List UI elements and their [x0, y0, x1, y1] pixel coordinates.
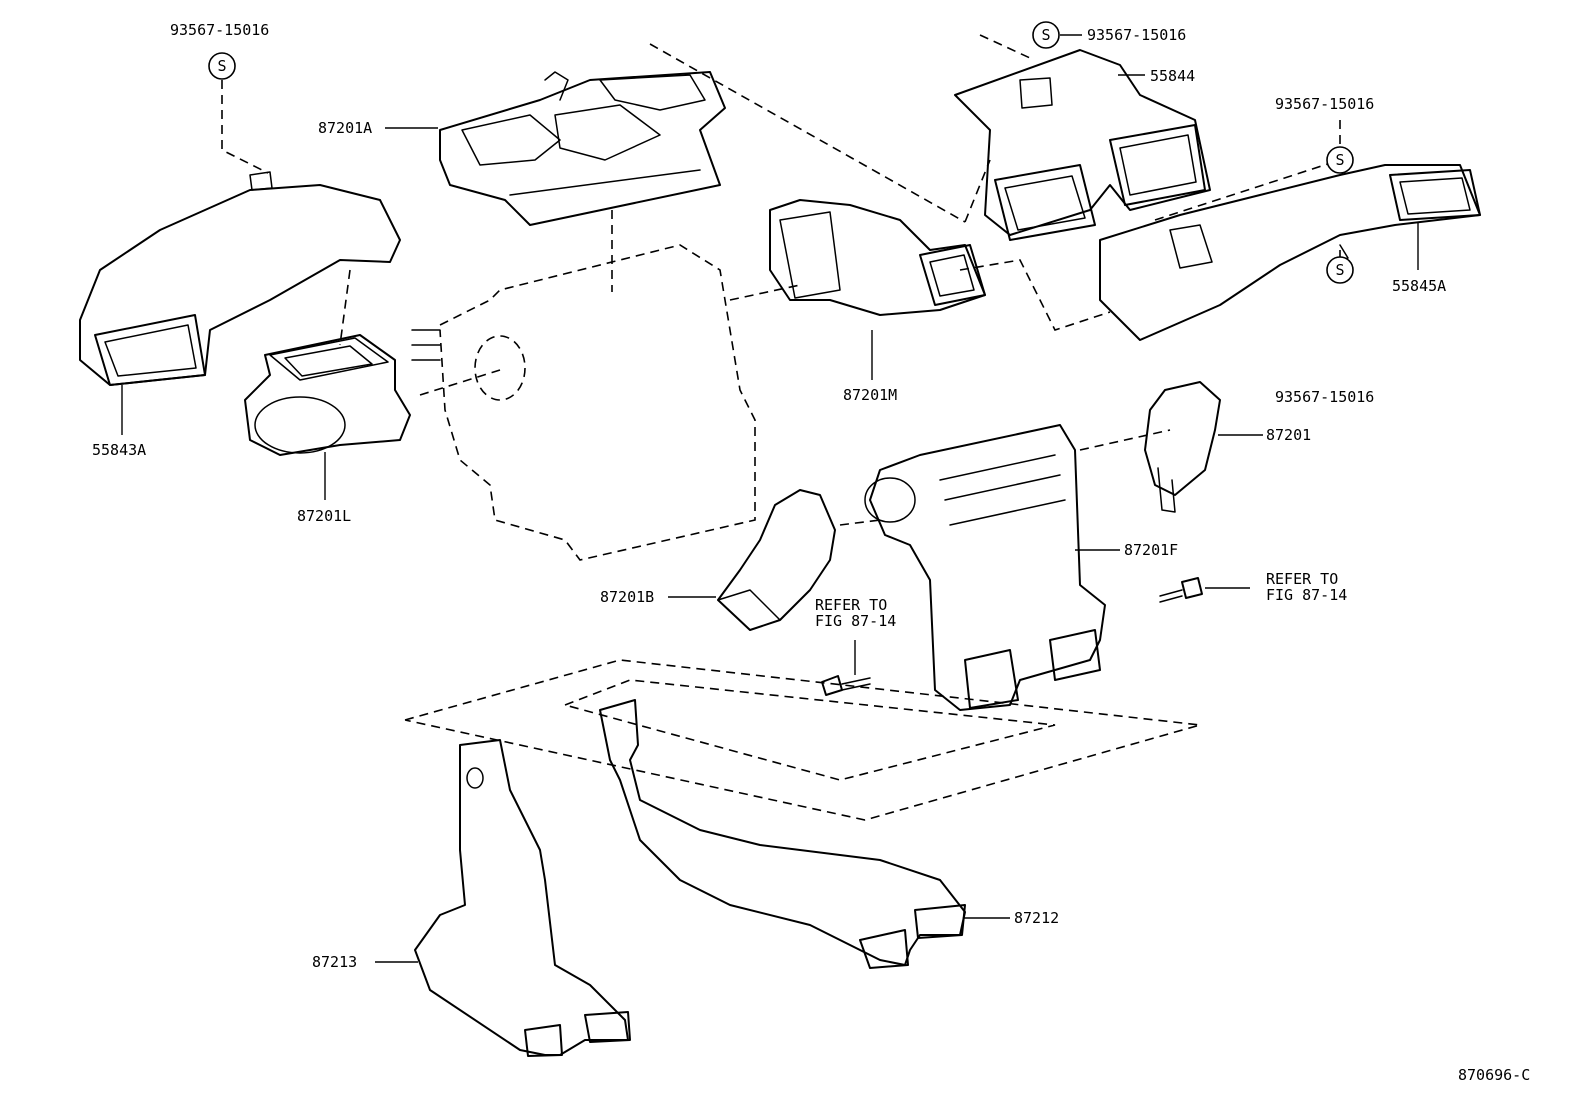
label-55845A: 55845A — [1392, 277, 1446, 295]
assembly-dashed-lines — [221, 34, 1341, 821]
part-87201L-drawing — [244, 334, 411, 456]
symbol-s-top-left: S — [208, 52, 236, 80]
label-87201F: 87201F — [1124, 541, 1178, 559]
part-87201M-drawing — [769, 199, 986, 316]
part-55845A-drawing — [1099, 164, 1481, 341]
part-55843A-drawing — [79, 171, 401, 386]
label-93567-right-upper: 93567-15016 — [1275, 95, 1374, 113]
bolt-left-drawing — [821, 675, 871, 696]
part-55844-drawing — [954, 49, 1211, 241]
part-labels: 93567-15016 93567-15016 93567-15016 9356… — [92, 21, 1530, 1084]
label-55844: 55844 — [1150, 67, 1195, 85]
symbol-s-right-lower: S — [1326, 256, 1354, 284]
symbol-s-text: S — [217, 57, 226, 75]
part-87212-drawing — [599, 699, 966, 969]
symbol-s-right-upper: S — [1326, 146, 1354, 174]
part-87201B-drawing — [717, 489, 836, 631]
label-87201: 87201 — [1266, 426, 1311, 444]
label-87213: 87213 — [312, 953, 357, 971]
label-87201A: 87201A — [318, 119, 372, 137]
label-87201M: 87201M — [843, 386, 897, 404]
refer-left-line2: FIG 87-14 — [815, 612, 896, 630]
symbol-s-text: S — [1335, 261, 1344, 279]
label-93567-top-right: 93567-15016 — [1087, 26, 1186, 44]
part-87201-drawing — [1144, 381, 1221, 513]
refer-right-line2: FIG 87-14 — [1266, 586, 1347, 604]
part-87201F-drawing — [864, 424, 1106, 711]
diagram-id: 870696-C — [1458, 1066, 1530, 1084]
label-93567-right-lower: 93567-15016 — [1275, 388, 1374, 406]
label-87201L: 87201L — [297, 507, 351, 525]
symbol-s-text: S — [1335, 151, 1344, 169]
part-87213-drawing — [414, 739, 631, 1057]
label-87201B: 87201B — [600, 588, 654, 606]
refer-left-line1: REFER TO — [815, 596, 887, 614]
symbol-s-top-right: S — [1032, 21, 1060, 49]
part-87201A-drawing — [439, 71, 726, 226]
bolt-right-drawing — [1159, 577, 1203, 603]
heater-unit-outline — [411, 244, 756, 561]
refer-right-line1: REFER TO — [1266, 570, 1338, 588]
label-55843A: 55843A — [92, 441, 146, 459]
symbol-s-text: S — [1041, 26, 1050, 44]
label-87212: 87212 — [1014, 909, 1059, 927]
leader-lines — [121, 34, 1419, 963]
label-93567-top-left: 93567-15016 — [170, 21, 269, 39]
